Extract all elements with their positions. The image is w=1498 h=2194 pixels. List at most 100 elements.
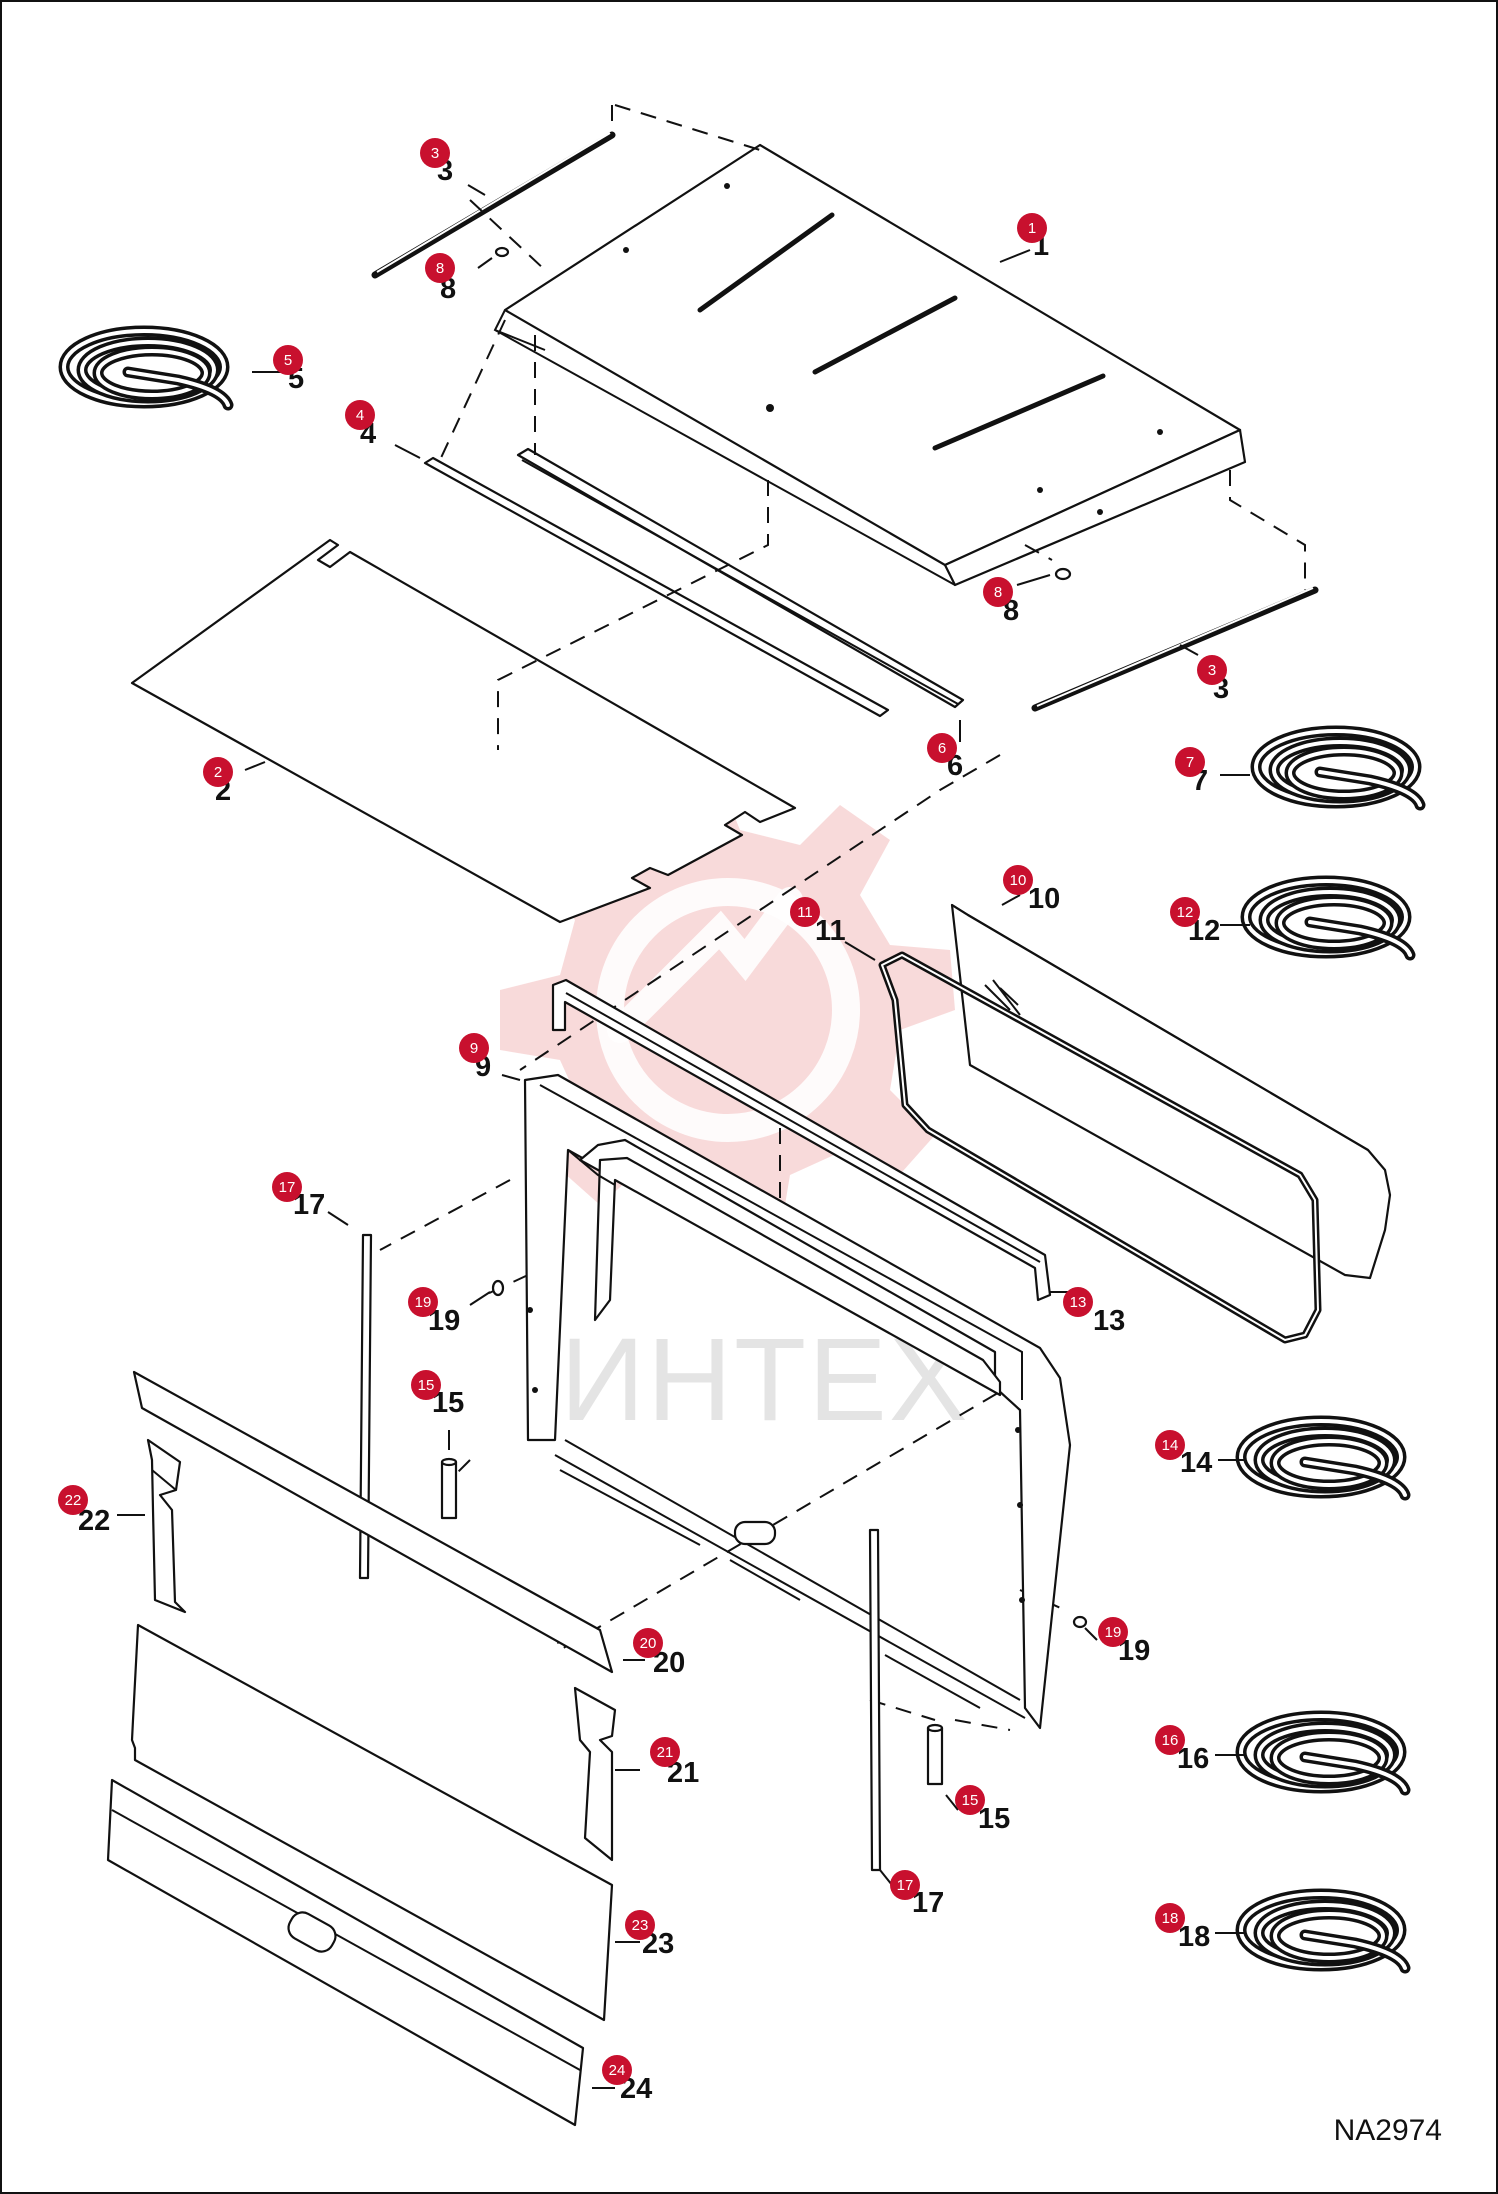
callout-c7: 77 (1175, 747, 1208, 797)
coil-seal-18 (1235, 1888, 1411, 1974)
callout-badge-text: 13 (1070, 1294, 1087, 1311)
callout-badge (790, 897, 820, 927)
callout-badge (273, 345, 303, 375)
callout-badge (1003, 865, 1033, 895)
coil-seal-7 (1250, 725, 1426, 811)
callout-badge (272, 1172, 302, 1202)
callout-badge-text: 10 (1010, 872, 1027, 889)
callout-c3b: 33 (1197, 655, 1229, 705)
part-nut-upper (491, 1279, 505, 1297)
callout-badge (420, 138, 450, 168)
part-window-seal (878, 951, 1322, 1344)
callout-badge-text: 16 (1162, 1732, 1179, 1749)
callout-badge-text: 7 (1186, 754, 1194, 771)
part-left-bracket (146, 1438, 187, 1614)
callout-badge-text: 12 (1177, 904, 1194, 921)
callout-badge-text: 6 (938, 740, 946, 757)
callout-c8a: 88 (425, 253, 456, 305)
callout-badge-text: 5 (284, 352, 292, 369)
part-cab-rear-frame (523, 1073, 1072, 1730)
callout-badge-text: 8 (994, 584, 1002, 601)
callout-badge (927, 733, 957, 763)
part-floor-mat (130, 538, 797, 924)
callout-badge-text: 22 (65, 1492, 82, 1509)
callout-badge-text: 15 (962, 1792, 979, 1809)
part-number-label: 14 (1180, 1447, 1212, 1479)
part-right-bracket (573, 1686, 617, 1862)
callout-badge-text: 23 (632, 1917, 649, 1934)
part-number-label: 10 (1028, 883, 1060, 915)
callout-badge-text: 3 (1208, 662, 1216, 679)
callout-badge (459, 1033, 489, 1063)
callout-c3a: 33 (420, 138, 453, 187)
callout-badge (602, 2055, 632, 2085)
callout-badge (1155, 1903, 1185, 1933)
part-number-label: 13 (1093, 1305, 1125, 1337)
callout-badge (1098, 1617, 1128, 1647)
callout-badge-text: 24 (609, 2062, 626, 2079)
callout-badge (983, 577, 1013, 607)
callout-badge-text: 1 (1028, 220, 1036, 237)
callout-c6: 66 (927, 733, 963, 782)
part-u-channel (551, 978, 1052, 1302)
callout-badge (425, 253, 455, 283)
callout-badge (1017, 213, 1047, 243)
callout-c8b: 88 (983, 577, 1019, 627)
callout-badge (633, 1628, 663, 1658)
callout-badge (203, 757, 233, 787)
callout-badge-text: 19 (1105, 1624, 1122, 1641)
callout-badge (890, 1870, 920, 1900)
leader-lines (117, 184, 1250, 2089)
part-window-glass (950, 903, 1392, 1280)
part-seal-strip-lower (1031, 586, 1319, 712)
part-vertical-post-right (868, 1528, 882, 1872)
callout-badge-text: 19 (415, 1294, 432, 1311)
callout-badge (1155, 1725, 1185, 1755)
callout-badge-text: 9 (470, 1040, 478, 1057)
part-number-label: 15 (978, 1803, 1010, 1835)
part-washer-upper (494, 246, 510, 258)
callout-badge-text: 17 (897, 1877, 914, 1894)
part-rod-long (423, 456, 890, 718)
callout-badge-text: 15 (418, 1377, 435, 1394)
callout-badge-text: 3 (431, 145, 439, 162)
callout-badge (650, 1737, 680, 1767)
callout-badge (1155, 1430, 1185, 1460)
callout-badge (1063, 1287, 1093, 1317)
coil-seal-14 (1235, 1415, 1411, 1501)
callout-badge-text: 2 (214, 764, 222, 781)
callout-badge (345, 400, 375, 430)
callout-badge-text: 14 (1162, 1437, 1179, 1454)
coil-seal-5 (58, 325, 234, 411)
part-roof-panel (493, 143, 1247, 587)
callout-badge-text: 11 (797, 904, 813, 921)
callout-c9: 99 (459, 1033, 491, 1083)
callout-badge-text: 8 (436, 260, 444, 277)
part-seal-strip-upper (371, 131, 616, 279)
callout-badge (411, 1370, 441, 1400)
part-pin-left (440, 1457, 458, 1520)
callout-badge (1197, 655, 1227, 685)
callout-c13: 13 13 (1063, 1287, 1125, 1337)
callout-badge-text: 18 (1162, 1910, 1179, 1927)
callout-badge (1175, 747, 1205, 777)
part-nut-lower (1072, 1615, 1088, 1629)
callout-badge-text: 20 (640, 1635, 657, 1652)
part-vertical-post-left (358, 1233, 373, 1580)
callout-badge-text: 21 (657, 1744, 674, 1761)
part-number-label: 18 (1178, 1921, 1210, 1953)
